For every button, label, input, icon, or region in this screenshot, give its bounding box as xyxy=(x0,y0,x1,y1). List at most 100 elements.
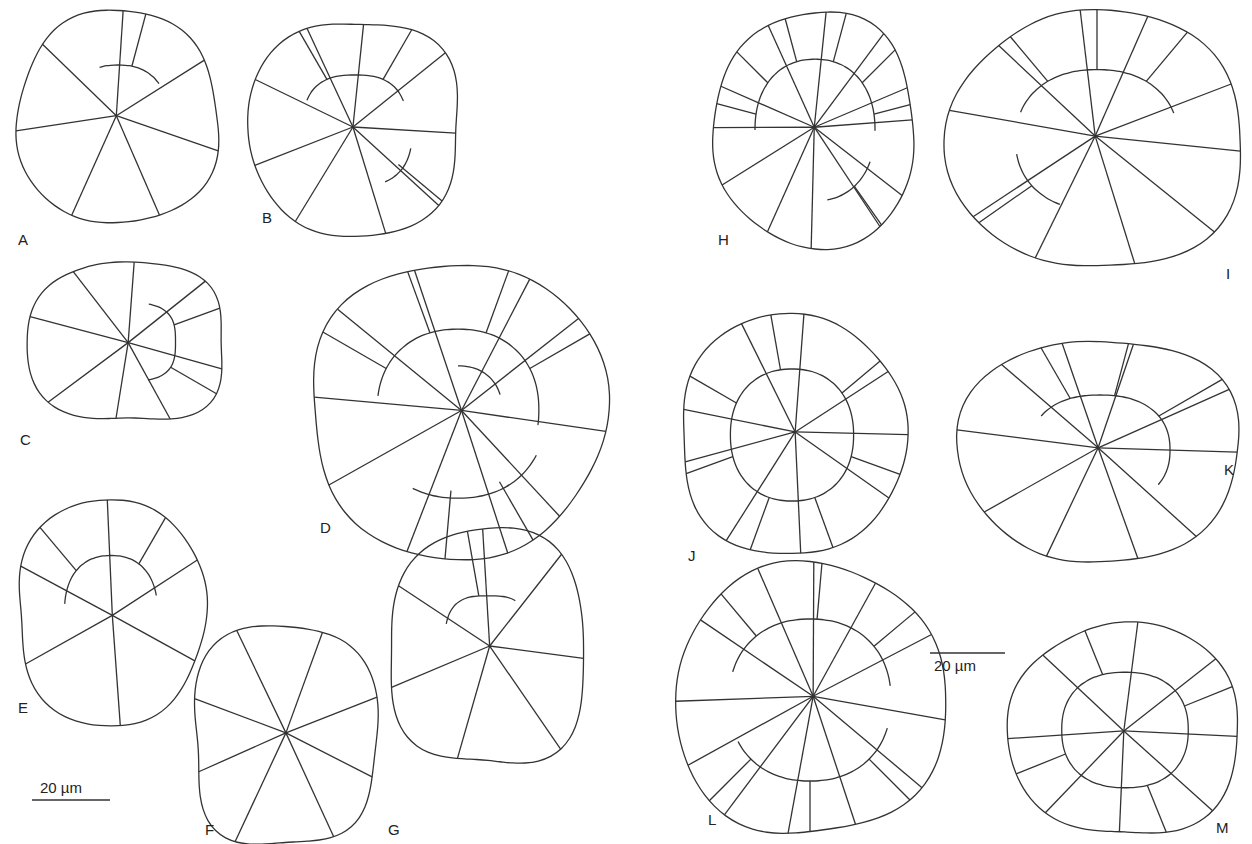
scale-label: 20 µm xyxy=(40,780,82,795)
radial-wall xyxy=(353,127,439,206)
radial-wall xyxy=(116,116,218,151)
panel-letter: F xyxy=(205,822,214,837)
radial-wall xyxy=(1095,84,1231,136)
secondary-wall xyxy=(815,498,833,548)
radial-wall xyxy=(1098,448,1196,537)
cell-wall xyxy=(676,561,946,834)
radial-wall xyxy=(957,430,1098,448)
radial-wall xyxy=(128,343,170,419)
cell-wall xyxy=(195,626,379,844)
radial-wall xyxy=(73,272,128,343)
inner-wall xyxy=(413,455,537,498)
panel-letter: K xyxy=(1224,462,1234,477)
radial-wall xyxy=(414,270,461,410)
radial-wall xyxy=(1098,448,1138,559)
radial-wall xyxy=(812,562,814,696)
cell-wall xyxy=(684,313,909,553)
secondary-wall xyxy=(1115,344,1129,396)
secondary-wall xyxy=(398,164,442,201)
cell-wall xyxy=(27,262,222,419)
radial-wall xyxy=(329,410,462,485)
radial-wall xyxy=(235,733,286,842)
panel-letter: C xyxy=(20,432,31,447)
panel-letter: M xyxy=(1216,820,1229,835)
radial-wall xyxy=(16,116,116,131)
radial-wall xyxy=(112,615,195,660)
panel-letter: D xyxy=(320,520,331,535)
cell-wall xyxy=(944,10,1240,266)
radial-wall xyxy=(30,317,128,343)
secondary-wall xyxy=(408,272,430,333)
radial-wall xyxy=(72,116,117,216)
inner-wall xyxy=(827,162,870,200)
radial-wall xyxy=(721,86,814,127)
inner-wall xyxy=(65,556,157,604)
radial-wall xyxy=(314,397,461,410)
cell-outline xyxy=(713,12,914,250)
cell-outline xyxy=(27,262,222,419)
radial-wall xyxy=(1095,136,1214,232)
inner-wall xyxy=(378,329,539,424)
panel-letter: J xyxy=(688,548,696,563)
radial-wall xyxy=(490,554,562,646)
radial-wall xyxy=(237,630,286,732)
inner-wall xyxy=(755,59,875,130)
panel-letter: B xyxy=(262,210,272,225)
radial-wall xyxy=(461,410,605,431)
radial-wall xyxy=(724,696,813,815)
radial-wall xyxy=(392,646,490,687)
radial-wall xyxy=(353,53,445,127)
secondary-wall xyxy=(467,531,478,596)
radial-wall xyxy=(984,448,1098,512)
radial-wall xyxy=(255,127,353,165)
inner-wall xyxy=(307,75,403,101)
secondary-wall xyxy=(809,781,810,831)
radial-wall xyxy=(295,127,353,221)
radial-wall xyxy=(1046,448,1098,556)
radial-wall xyxy=(1098,389,1229,447)
radial-wall xyxy=(107,500,112,616)
radial-wall xyxy=(973,136,1095,217)
radial-wall xyxy=(722,127,814,185)
radial-wall xyxy=(685,432,795,462)
secondary-wall xyxy=(854,186,881,225)
secondary-wall xyxy=(690,376,737,403)
radial-wall xyxy=(795,432,801,553)
inner-wall xyxy=(1041,395,1170,484)
radial-wall xyxy=(1124,622,1138,731)
radial-wall xyxy=(1043,655,1124,731)
secondary-wall xyxy=(323,332,386,369)
radial-wall xyxy=(461,318,578,410)
radial-wall xyxy=(676,696,813,701)
radial-wall xyxy=(949,110,1095,136)
scale-label: 20 µm xyxy=(934,658,976,673)
secondary-wall xyxy=(486,271,509,333)
radial-wall xyxy=(353,127,456,133)
panel-letter: H xyxy=(718,232,729,247)
secondary-wall xyxy=(785,19,796,62)
secondary-wall xyxy=(721,594,756,636)
secondary-wall xyxy=(717,104,756,115)
radial-wall xyxy=(286,632,323,733)
secondary-wall xyxy=(862,50,895,83)
secondary-wall xyxy=(979,186,1032,223)
secondary-wall xyxy=(174,308,220,325)
secondary-wall xyxy=(851,457,900,475)
radial-wall xyxy=(199,733,286,772)
radial-wall xyxy=(999,46,1096,137)
radial-wall xyxy=(1080,10,1095,136)
cell-outline xyxy=(19,500,207,726)
secondary-wall xyxy=(171,367,217,393)
inner-wall xyxy=(446,596,515,624)
radial-wall xyxy=(112,615,120,725)
panel-letter: L xyxy=(708,812,716,827)
radial-wall xyxy=(1095,16,1148,136)
secondary-wall xyxy=(445,491,451,559)
secondary-wall xyxy=(869,759,910,800)
cell-wall xyxy=(314,265,610,559)
inner-wall xyxy=(149,304,176,380)
inner-wall xyxy=(100,65,159,84)
secondary-wall xyxy=(299,31,327,79)
secondary-wall xyxy=(1146,32,1187,81)
